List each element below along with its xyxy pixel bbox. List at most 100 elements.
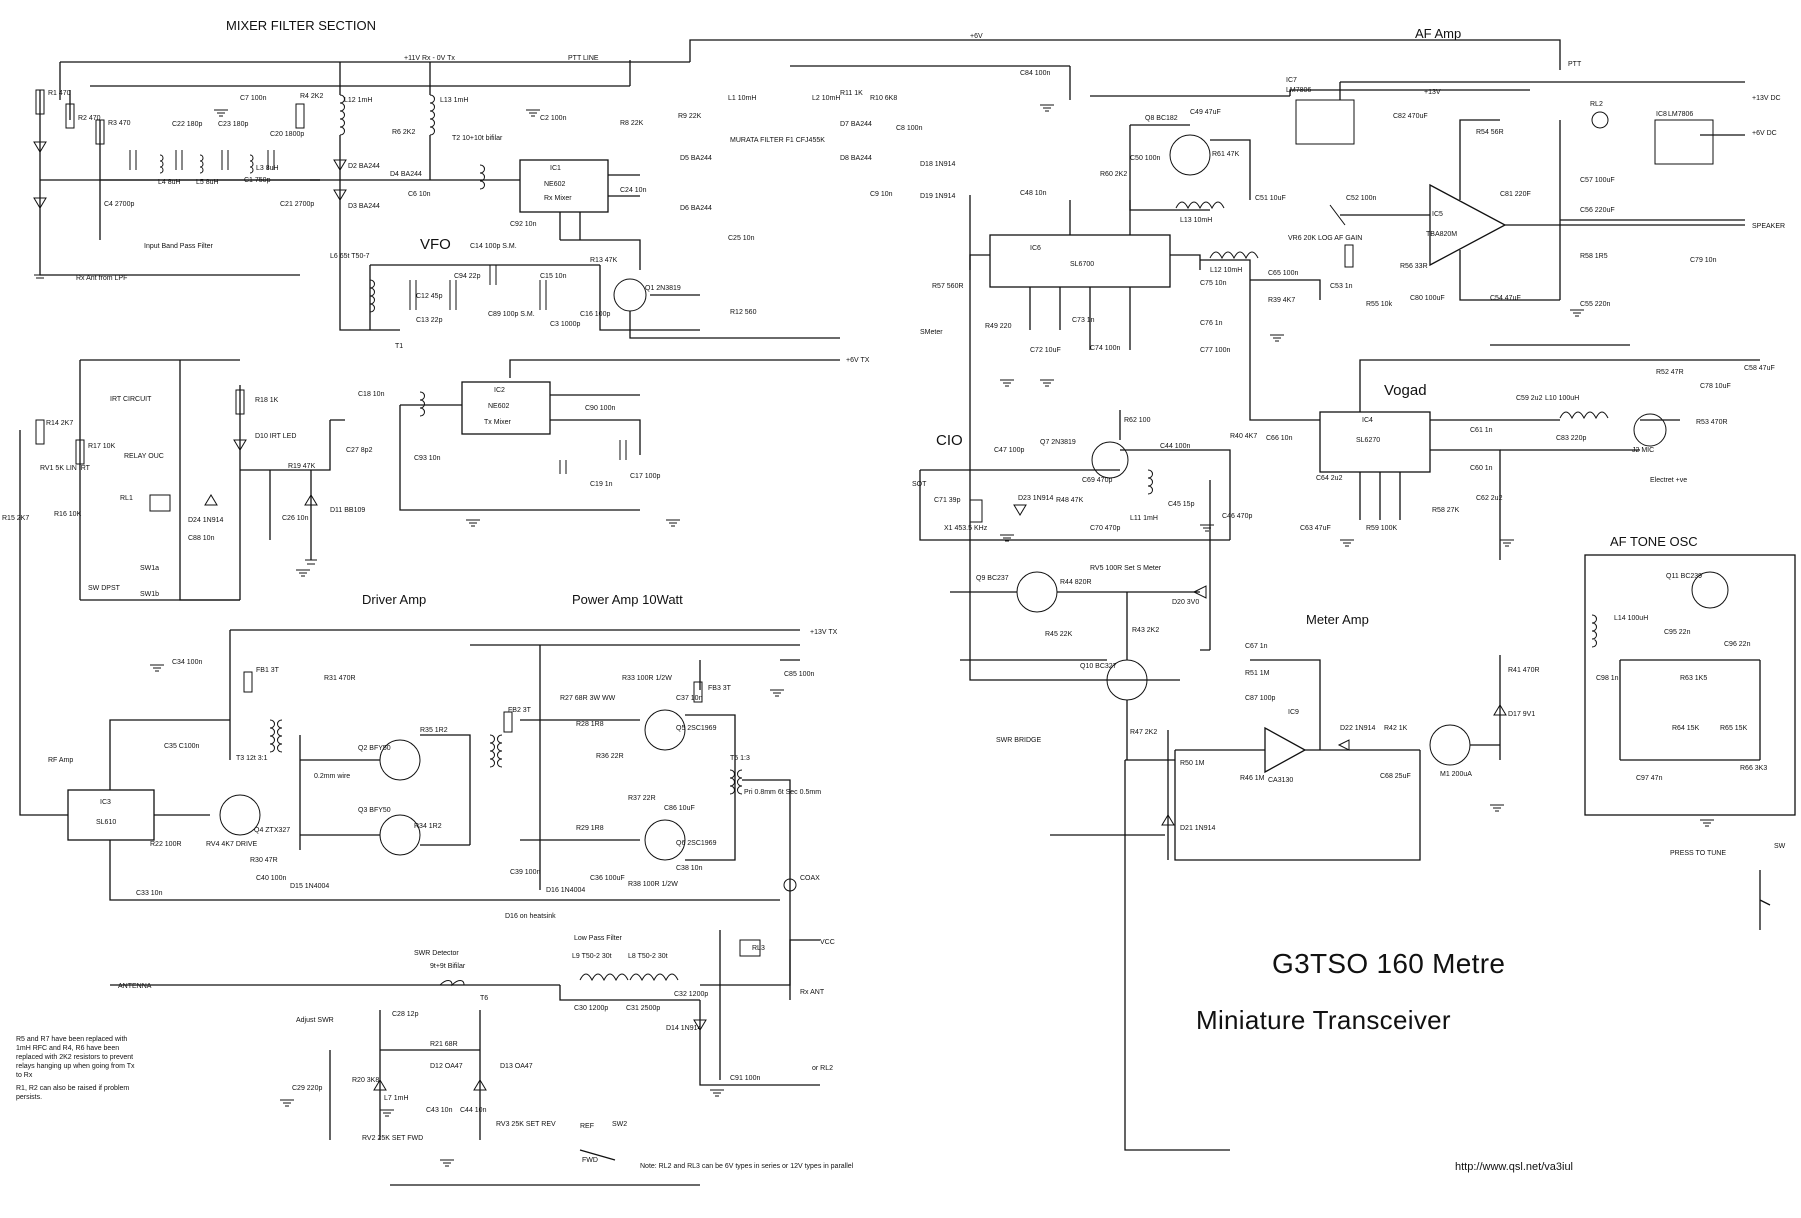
label-c93: C93 10n [414,455,441,462]
label-r58b: R58 27K [1432,507,1460,514]
label-c74: C74 100n [1090,345,1120,352]
label-c46: C46 470p [1222,513,1252,520]
label-r56: R56 33R [1400,263,1428,270]
label-rf-amp: RF Amp [48,757,73,764]
label-c25: C25 10n [728,235,755,242]
label-c8: C8 100n [896,125,923,132]
net-labels: +11V Rx - 0V Tx PTT LINE +6V +13V PTT +1… [76,33,1785,1072]
label-c82: C82 470uF [1393,113,1428,120]
label-rv1: RV1 5K LIN IRT [40,465,91,472]
label-r53: R53 470R [1696,419,1728,426]
label-sw2: SW2 [612,1121,627,1128]
label-c98: C98 1n [1596,675,1619,682]
label-d8: D8 BA244 [840,155,872,162]
label-relay-note: Note: RL2 and RL3 can be 6V types in ser… [640,1163,854,1170]
label-x1: X1 453.5 KHz [944,525,988,532]
label-c69: C69 470p [1082,477,1112,484]
label-q2: Q2 BFY50 [358,745,391,752]
label-fb1: FB1 3T [256,667,280,674]
net-vcc: VCC [820,939,835,946]
ic3-label: IC3 [100,799,111,806]
label-l2: L2 10mH [812,95,840,102]
label-sw1a: SW1a [140,565,159,572]
label-r66: R66 3K3 [1740,765,1767,772]
label-c66: C66 10n [1266,435,1293,442]
section-input-bpf: Input Band Pass Filter [144,243,213,250]
note-1: R5 and R7 have been replaced with 1mH RF… [16,1036,135,1079]
label-d22: D22 1N914 [1340,725,1376,732]
label-r11: R11 1K [840,90,863,97]
label-c2: C2 100n [540,115,567,122]
label-c51: C51 10uF [1255,195,1286,202]
label-c73: C73 1n [1072,317,1095,324]
label-c26: C26 10n [282,515,309,522]
label-c30: C30 1200p [574,1005,608,1012]
label-r57: R57 560R [932,283,964,290]
label-c6: C6 10n [408,191,431,198]
label-l12b: L12 10mH [1210,267,1242,274]
label-c65: C65 100n [1268,270,1298,277]
label-l7: L7 1mH [384,1095,409,1102]
label-d13: D13 OA47 [500,1063,533,1070]
label-c40: C40 100n [256,875,286,882]
label-r14: R14 2K7 [46,420,73,427]
label-c28: C28 12p [392,1011,419,1018]
section-driver-amp: Driver Amp [362,592,427,607]
net-ptt-line: PTT LINE [568,55,599,62]
label-r31: R31 470R [324,675,356,682]
label-r21: R21 68R [430,1041,458,1048]
label-c39: C39 100n [510,869,540,876]
label-r58: R58 1R5 [1580,253,1608,260]
label-l10: L10 100uH [1545,395,1579,402]
diagram-subtitle: Miniature Transceiver [1196,1005,1451,1035]
label-c1: C1 750p [244,177,271,184]
label-d21: D21 1N914 [1180,825,1216,832]
ic4-label: IC4 [1362,417,1373,424]
label-c18: C18 10n [358,391,385,398]
label-c92: C92 10n [510,221,537,228]
label-c71: C71 39p [934,497,961,504]
label-r50: R50 1M [1180,760,1205,767]
label-relay: RELAY OUC [124,453,164,460]
label-d15: D15 1N4004 [290,883,329,890]
label-r9: R9 22K [678,113,702,120]
label-adjust-swr: Adjust SWR [296,1017,334,1024]
label-r39: R39 4K7 [1268,297,1295,304]
label-c49: C49 47uF [1190,109,1221,116]
net-rx-line: +11V Rx - 0V Tx [404,55,455,62]
label-d18: D18 1N914 [920,161,956,168]
label-d24: D24 1N914 [188,517,224,524]
label-t5: T5 1:3 [730,755,750,762]
label-c35: C35 C100n [164,743,200,750]
label-c75: C75 10n [1200,280,1227,287]
label-vr6: VR6 20K LOG AF GAIN [1288,235,1362,242]
label-fb3: FB3 3T [708,685,732,692]
label-c63: C63 47uF [1300,525,1331,532]
label-l13b: L13 10mH [1180,217,1212,224]
net-swr-bridge: SWR BRIDGE [996,737,1041,744]
label-r20: R20 3K8 [352,1077,379,1084]
label-l3: L3 8uH [256,165,279,172]
label-r42: R42 1K [1384,725,1408,732]
label-c64: C64 2u2 [1316,475,1343,482]
net-rx-ant: Rx ANT [800,989,825,996]
label-rl2: RL2 [1590,101,1603,108]
net-plus13v-tx: +13V TX [810,629,838,636]
label-r33: R33 100R 1/2W [622,675,672,682]
section-power-amp: Power Amp 10Watt [572,592,683,607]
source-url: http://www.qsl.net/va3iul [1455,1161,1574,1173]
section-irt-circuit: IRT CIRCUIT [110,396,152,403]
label-c23: C23 180p [218,121,248,128]
label-sot: SOT [912,481,927,488]
ic3-part: SL610 [96,819,116,826]
label-c19: C19 1n [590,481,613,488]
label-c48: C48 10n [1020,190,1047,197]
label-l1: L1 10mH [728,95,756,102]
label-c96: C96 22n [1724,641,1751,648]
label-r19: R19 47K [288,463,316,470]
label-c60: C60 1n [1470,465,1493,472]
label-d14: D14 1N914 [666,1025,702,1032]
ic6-label: IC6 [1030,245,1041,252]
net-plus6v: +6V [970,33,983,40]
